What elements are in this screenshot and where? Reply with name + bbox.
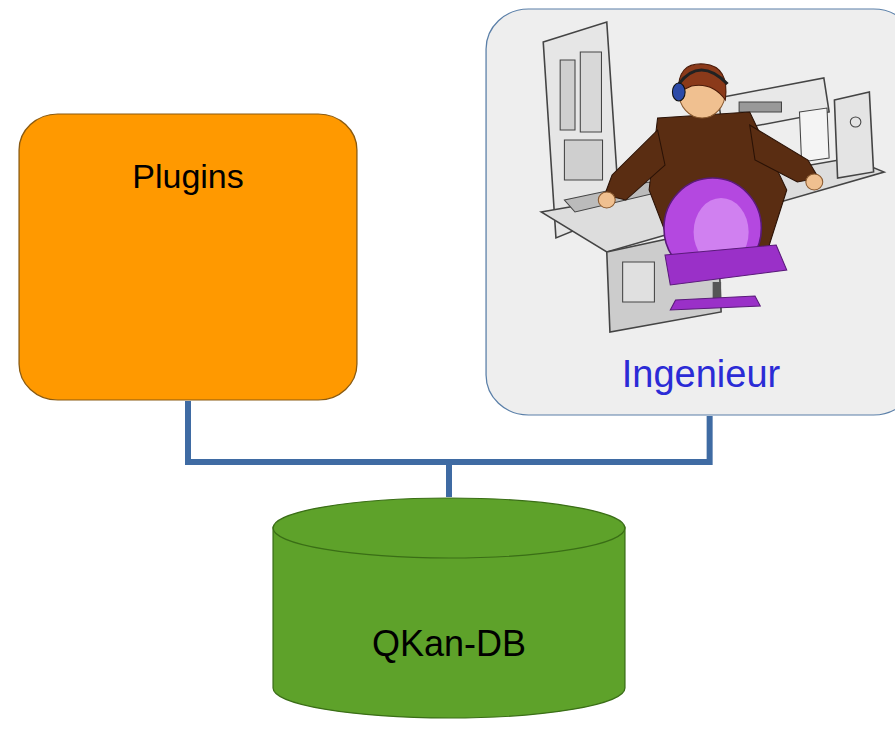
plugin-box: Plugins (18, 113, 358, 401)
node-label: QKan-DB (272, 623, 626, 665)
cylinder-outline (272, 497, 626, 719)
connector-line (449, 416, 710, 497)
engineer-box: Ingenieur (485, 8, 895, 416)
box-outline (18, 113, 358, 401)
connector-line (188, 401, 449, 497)
node-label: Plugins (18, 157, 358, 196)
database-cylinder: QKan-DB (272, 497, 626, 719)
node-label: Ingenieur (485, 353, 895, 396)
